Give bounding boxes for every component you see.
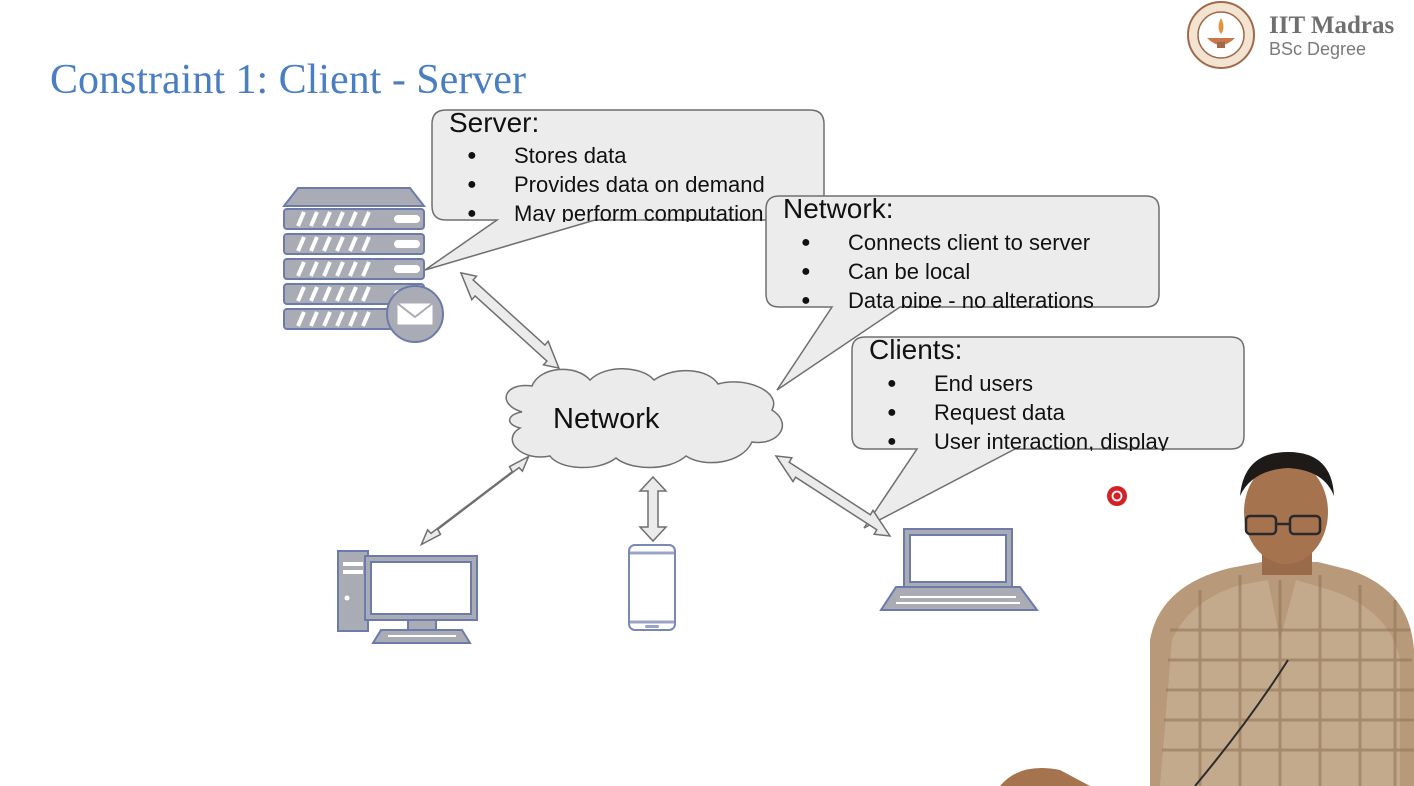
degree-label: BSc Degree [1269, 39, 1367, 59]
list-item: Provides data on demand [451, 170, 765, 199]
list-item: Stores data [451, 141, 765, 170]
laptop-icon [879, 528, 1039, 611]
list-item: Request data [871, 398, 1169, 427]
server-callout-list: Stores data Provides data on demand May … [451, 141, 765, 222]
list-item: Data pipe - no alterations [785, 286, 1094, 308]
clients-callout: Clients: End users Request data User int… [852, 337, 1244, 451]
network-desktop-arrow [419, 454, 531, 547]
server-callout-heading: Server: [449, 110, 540, 138]
list-item: May perform computation [451, 199, 765, 222]
list-item: Can be local [785, 257, 1094, 286]
iit-madras-logo: IIT Madras BSc Degree [1183, 0, 1413, 70]
network-callout-list: Connects client to server Can be local D… [785, 228, 1094, 308]
clients-callout-list: End users Request data User interaction,… [871, 369, 1169, 451]
list-item: User interaction, display [871, 427, 1169, 451]
desktop-computer-icon [337, 550, 478, 644]
network-cloud-label: Network [553, 403, 660, 435]
institute-name: IIT Madras [1269, 12, 1395, 39]
server-callout: Server: Stores data Provides data on dem… [432, 110, 824, 222]
network-callout: Network: Connects client to server Can b… [766, 196, 1159, 308]
network-cloud-shape [505, 368, 784, 469]
list-item: Connects client to server [785, 228, 1094, 257]
smartphone-icon [628, 544, 676, 631]
network-phone-arrow [638, 475, 668, 543]
institute-seal-icon [1187, 1, 1255, 69]
slide-title: Constraint 1: Client - Server [50, 57, 526, 103]
recording-indicator-icon [1107, 486, 1127, 506]
network-callout-heading: Network: [783, 196, 894, 224]
clients-callout-heading: Clients: [869, 337, 963, 365]
list-item: End users [871, 369, 1169, 398]
server-network-arrow [459, 271, 561, 370]
network-laptop-arrow [774, 455, 892, 537]
server-icon [281, 187, 444, 343]
presenter-video [1000, 452, 1414, 786]
